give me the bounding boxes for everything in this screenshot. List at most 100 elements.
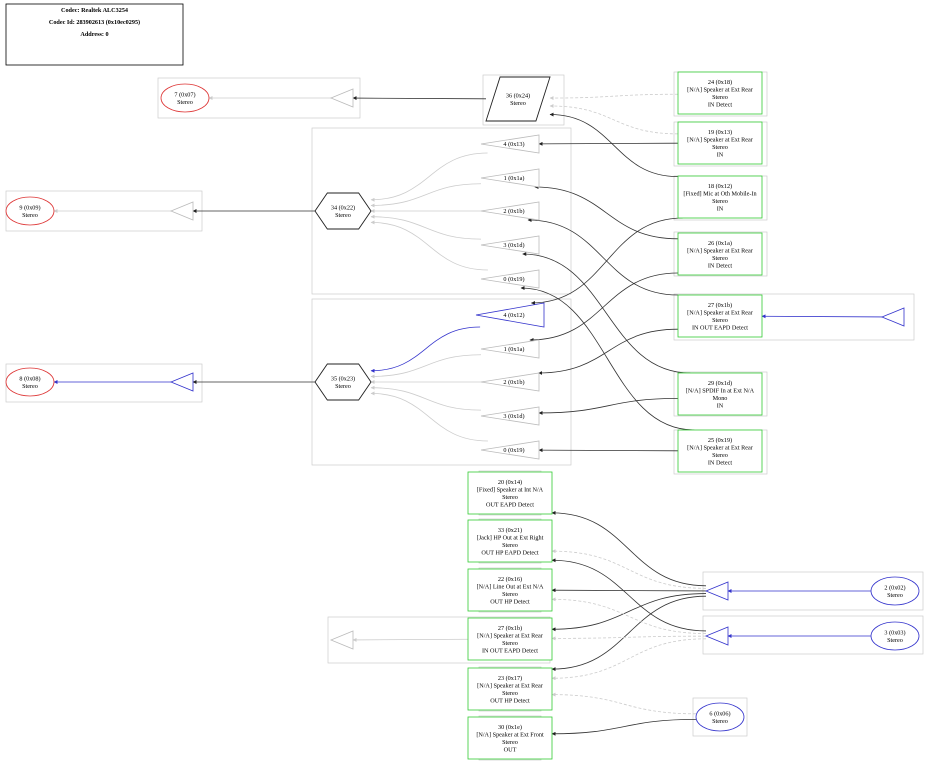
- node-shape-p1e: [467, 716, 553, 760]
- node-label: [N/A] Speaker at Ext Front: [476, 731, 544, 738]
- edge-tri02-to-p14: [551, 510, 707, 587]
- node-shape-i34_1d: [480, 235, 540, 255]
- edge-tri02-to-p17: [551, 595, 707, 672]
- node-shape-n36: [485, 76, 551, 122]
- node-label: Stereo: [712, 718, 728, 725]
- node-label: 22 (0x16): [498, 576, 522, 583]
- node-label: OUT HP Detect: [490, 698, 530, 705]
- edge-p18-to-n36: [549, 93, 679, 101]
- node-label: 4 (0x12): [503, 312, 524, 319]
- node-label: Stereo: [712, 144, 728, 151]
- node-p1e: 30 (0x1e)[N/A] Speaker at Ext FrontStere…: [467, 716, 553, 760]
- node-label: [Jack] HP Out at Ext Right: [477, 534, 544, 541]
- node-shape-d06: [695, 702, 745, 732]
- node-label: 27 (0x1b): [708, 302, 732, 309]
- node-shape-n09: [5, 196, 55, 226]
- node-p1a: 26 (0x1a)[N/A] Speaker at Ext RearStereo…: [677, 232, 763, 276]
- node-label: OUT HP Detect: [490, 599, 530, 606]
- node-label: 34 (0x22): [331, 204, 355, 211]
- node-label: [N/A] Line Out at Ext N/A: [477, 583, 544, 590]
- node-shape-i34_1a: [480, 168, 540, 188]
- node-label: IN OUT EAPD Detect: [482, 648, 538, 655]
- edge-tri03-to-p17: [551, 638, 707, 681]
- edge-p19-to-i34_19: [520, 286, 695, 431]
- node-shape-n34: [314, 192, 372, 230]
- node-label: 24 (0x18): [708, 79, 732, 86]
- node-shape-p16: [467, 568, 553, 612]
- node-i34_13: 4 (0x13): [480, 134, 540, 154]
- edge-tri02-to-p16: [551, 588, 707, 593]
- node-p12: 18 (0x12)[Fixed] Mic at Oth Mobile-InSte…: [677, 175, 763, 219]
- edge-n36-to-tri07: [352, 96, 487, 101]
- node-label: [N/A] Speaker at Ext Rear: [687, 309, 753, 316]
- node-tri03: [704, 626, 729, 646]
- node-shape-tri03: [704, 626, 729, 646]
- node-i34_1d: 3 (0x1d): [480, 235, 540, 255]
- node-label: Stereo: [510, 100, 526, 107]
- edge-i34_19-to-n34: [370, 220, 488, 271]
- node-tri09: [169, 201, 194, 221]
- node-label: [Fixed] Speaker at Int N/A: [477, 486, 544, 493]
- node-shape-i35_19: [480, 440, 540, 460]
- node-label: OUT EAPD Detect: [486, 502, 534, 509]
- node-shape-d03: [870, 621, 920, 651]
- edge-p1d-to-i35_1d: [538, 398, 679, 415]
- cluster-grp06: [692, 697, 748, 737]
- node-i35_1b: 2 (0x1b): [480, 372, 540, 392]
- edge-i34_1a-to-n34: [370, 183, 482, 208]
- node-shape-i34_1b: [480, 201, 540, 221]
- node-label: OUT HP EAPD Detect: [481, 550, 539, 557]
- node-label: 3 (0x03): [884, 629, 905, 636]
- node-shape-n35: [314, 363, 372, 401]
- node-p18: 24 (0x18)[N/A] Speaker at Ext RearStereo…: [677, 71, 763, 115]
- node-label: Mono: [713, 395, 728, 402]
- edge-i35_1a-to-n35: [370, 354, 482, 379]
- node-label: [N/A] Speaker at Ext Rear: [477, 682, 543, 689]
- node-shape-i34_19: [480, 269, 540, 289]
- node-d03: 3 (0x03)Stereo: [870, 621, 920, 651]
- cluster-grp36: [482, 74, 565, 126]
- node-shape-p13: [677, 121, 763, 165]
- cluster-grp1b: [673, 293, 915, 341]
- codec-info-box: Codec: Realtek ALC3254 Codec Id: 2839026…: [5, 3, 184, 66]
- node-shape-tri09: [169, 201, 194, 221]
- node-d02: 2 (0x02)Stereo: [870, 576, 920, 606]
- node-label: IN: [717, 152, 724, 159]
- node-shape-i35_12: [475, 302, 545, 328]
- edge-tri1b-to-p1b: [761, 314, 883, 319]
- edge-tri03-to-p21: [551, 558, 707, 632]
- node-n07: 7 (0x07)Stereo: [160, 83, 210, 113]
- node-label: 30 (0x1e): [498, 724, 522, 731]
- node-label: 4 (0x13): [503, 141, 524, 148]
- node-tri1b_out: [329, 630, 354, 650]
- edge-p13-to-n36: [549, 103, 679, 135]
- node-label: 0 (0x19): [503, 276, 524, 283]
- node-label: IN OUT EAPD Detect: [692, 325, 748, 332]
- node-label: 3 (0x1d): [503, 242, 524, 249]
- edge-tri02-to-p21: [551, 549, 707, 589]
- codec-address: Address: 0: [80, 31, 108, 38]
- node-tri08: [169, 372, 194, 392]
- node-d06: 6 (0x06)Stereo: [695, 702, 745, 732]
- node-n36: 36 (0x24)Stereo: [485, 76, 551, 122]
- edge-p1b-to-i34_1b: [527, 218, 679, 296]
- node-label: [N/A] Speaker at Ext Rear: [687, 247, 753, 254]
- node-label: IN Detect: [708, 102, 733, 109]
- node-i34_1b: 2 (0x1b): [480, 201, 540, 221]
- edge-d06-to-p17: [551, 692, 697, 715]
- node-label: IN: [717, 403, 724, 410]
- node-label: 1 (0x1a): [504, 175, 525, 182]
- node-label: 20 (0x14): [498, 479, 522, 486]
- node-shape-p1b_out: [467, 617, 553, 661]
- node-n35: 35 (0x23)Stereo: [314, 363, 372, 401]
- node-label: 3 (0x1d): [503, 413, 524, 420]
- node-shape-tri1b_out: [329, 630, 354, 650]
- node-label: 2 (0x02): [884, 584, 905, 591]
- node-i35_19: 0 (0x19): [480, 440, 540, 460]
- node-label: [N/A] Speaker at Ext Rear: [687, 444, 753, 451]
- node-shape-d02: [870, 576, 920, 606]
- node-label: [N/A] Speaker at Ext Rear: [687, 86, 753, 93]
- node-p1b_out: 27 (0x1b)[N/A] Speaker at Ext RearStereo…: [467, 617, 553, 661]
